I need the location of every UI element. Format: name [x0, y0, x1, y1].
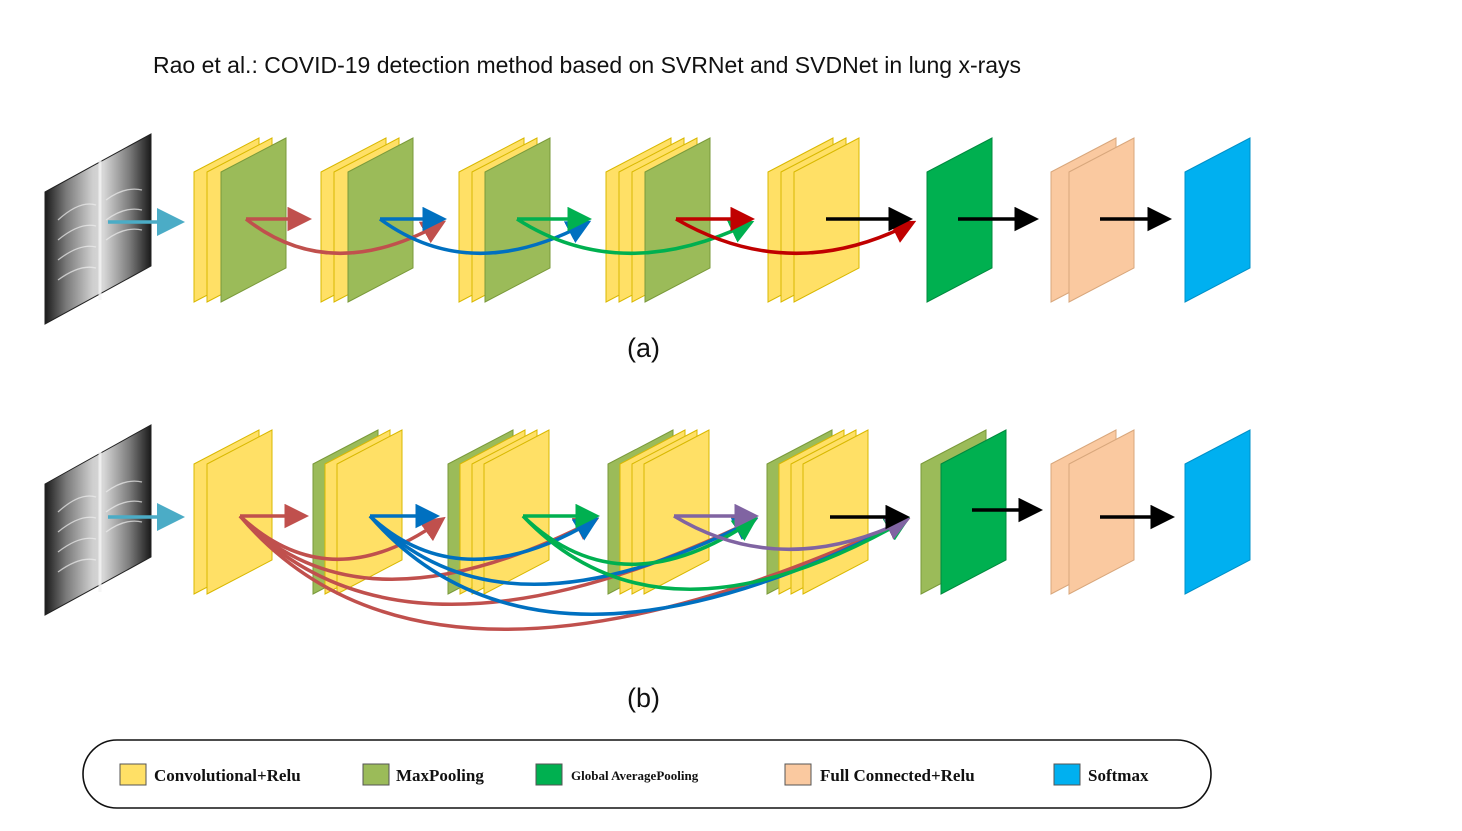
block-b5: [766, 429, 869, 595]
legend-swatch-conv: [119, 763, 147, 786]
legend-label-gap: Global AveragePooling: [571, 768, 699, 783]
figure-title: Rao et al.: COVID-19 detection method ba…: [153, 52, 1022, 78]
legend-label-conv: Convolutional+Relu: [154, 766, 301, 785]
panel-b: [44, 424, 1251, 631]
input-xray-image-a: [44, 133, 152, 325]
arrow-darkred-skip: [675, 217, 917, 255]
gap-block-b: [920, 429, 1007, 595]
fc-block-a: [1050, 137, 1135, 303]
softmax-layer-b: [1184, 429, 1251, 595]
softmax-layer-a: [1184, 137, 1251, 303]
panel-a-label: (a): [627, 333, 660, 363]
legend-label-maxpool: MaxPooling: [396, 766, 484, 785]
block-a3: [458, 137, 551, 303]
legend-label-softmax: Softmax: [1088, 766, 1149, 785]
block-a4: [605, 137, 711, 303]
arrow-green-skip-2: [521, 514, 911, 591]
legend-frame: [82, 739, 1212, 809]
fc-block-b: [1050, 429, 1135, 595]
arrow-green-skip-1: [521, 514, 758, 566]
legend-swatch-maxpool: [362, 763, 390, 786]
block-b1: [193, 429, 273, 595]
block-b2: [312, 429, 403, 595]
arrow-blue-skip: [378, 217, 592, 255]
legend-swatch-softmax: [1053, 763, 1081, 786]
panel-a: [44, 133, 1251, 325]
block-b3: [447, 429, 550, 595]
panel-b-label: (b): [627, 683, 660, 713]
arrow-purple-skip: [673, 514, 911, 551]
legend-label-fc: Full Connected+Relu: [820, 766, 975, 785]
arrow-red-skip-4: [238, 514, 911, 631]
legend-swatch-fc: [784, 763, 812, 786]
input-xray-image-b: [44, 424, 152, 616]
block-b4: [607, 429, 710, 595]
arrow-blue-skip-2: [368, 514, 759, 586]
legend: Convolutional+Relu MaxPooling Global Ave…: [82, 739, 1212, 809]
legend-swatch-gap: [535, 763, 563, 786]
arrow-blue-skip-1: [368, 514, 600, 562]
